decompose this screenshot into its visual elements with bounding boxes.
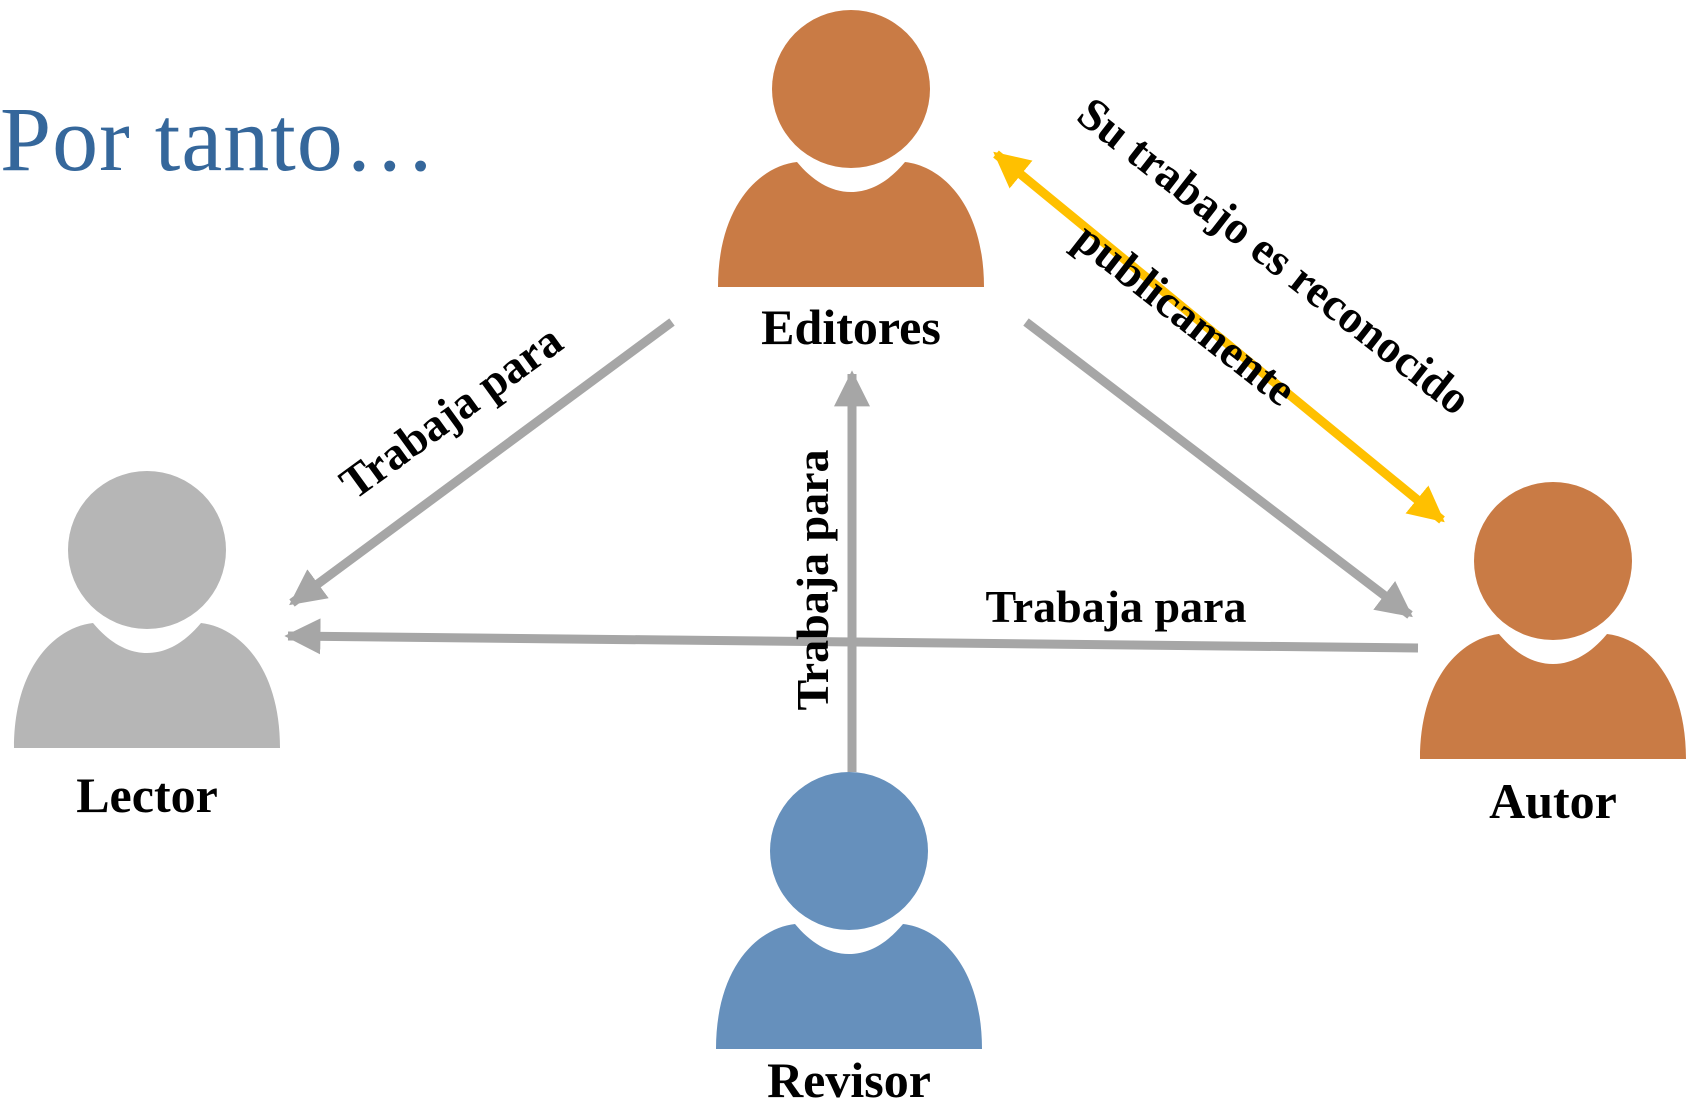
node-label-autor: Autor bbox=[1489, 773, 1617, 829]
edge-editores-autor-recognition bbox=[993, 150, 1445, 524]
page-title: Por tanto… bbox=[0, 88, 437, 190]
person-icon bbox=[14, 471, 280, 748]
edge-editores-to-lector bbox=[289, 318, 675, 607]
edge-label-editores-lector: Trabaja para bbox=[330, 314, 571, 509]
edge-label-revisor-editores: Trabaja para bbox=[787, 449, 838, 710]
person-icon bbox=[1420, 482, 1686, 759]
person-icon bbox=[716, 772, 982, 1049]
node-lector: Lector bbox=[14, 471, 280, 823]
node-editores: Editores bbox=[718, 10, 984, 355]
node-revisor: Revisor bbox=[716, 772, 982, 1102]
node-label-revisor: Revisor bbox=[767, 1052, 931, 1102]
node-label-editores: Editores bbox=[761, 299, 941, 355]
person-icon bbox=[718, 10, 984, 287]
edge-autor-to-lector bbox=[284, 618, 1419, 655]
node-label-lector: Lector bbox=[76, 767, 218, 823]
edge-label-autor-lector: Trabaja para bbox=[985, 581, 1246, 632]
node-autor: Autor bbox=[1420, 482, 1686, 829]
